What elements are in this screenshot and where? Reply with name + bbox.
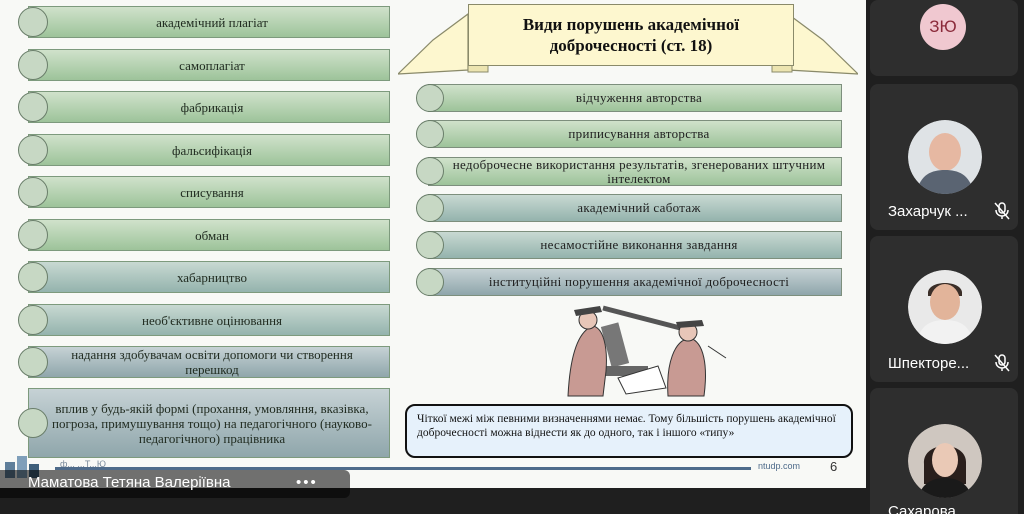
violation-item: необ'єктивне оцінювання: [18, 304, 390, 336]
participant-name: Захарчук ...: [888, 203, 968, 220]
violation-item: хабарництво: [18, 261, 390, 293]
bullet-circle: [18, 7, 48, 37]
bullet-circle: [18, 305, 48, 335]
violation-item: приписування авторства: [416, 120, 842, 148]
violation-item: самоплагіат: [18, 49, 390, 81]
violation-item: академічний плагіат: [18, 6, 390, 38]
violation-item: недоброчесне використання результатів, з…: [416, 157, 842, 186]
violation-item: академічний саботаж: [416, 194, 842, 222]
avatar: [908, 270, 982, 344]
violation-item: несамостійне виконання завдання: [416, 231, 842, 259]
presenter-name: Маматова Тетяна Валеріївна: [28, 474, 231, 491]
bullet-circle: [18, 177, 48, 207]
bullet-circle: [416, 157, 444, 185]
violation-item: інституційні порушення академічної добро…: [416, 268, 842, 296]
more-options-icon[interactable]: •••: [296, 474, 318, 491]
participant-tile[interactable]: ЗЮ: [870, 0, 1018, 76]
mic-muted-icon[interactable]: [994, 354, 1010, 372]
bullet-circle: [18, 135, 48, 165]
violation-item: обман: [18, 219, 390, 251]
presenter-bar: [0, 470, 350, 498]
bullet-circle: [416, 268, 444, 296]
bullet-circle: [18, 408, 48, 438]
violation-item: списування: [18, 176, 390, 208]
participant-tile[interactable]: Сахарова: [870, 388, 1018, 514]
violation-item: фальсифікація: [18, 134, 390, 166]
violation-item: фабрикація: [18, 91, 390, 123]
footer-divider: [55, 467, 751, 470]
participant-tile[interactable]: Захарчук ...: [870, 84, 1018, 230]
title-banner: Види порушень академічної доброчесності …: [398, 4, 858, 76]
participant-name: Сахарова: [888, 503, 956, 514]
bullet-circle: [416, 84, 444, 112]
presentation-slide: академічний плагіат самоплагіат фабрикац…: [0, 0, 866, 488]
participant-tile[interactable]: Шпекторе...: [870, 236, 1018, 382]
illustration-microscope-scientists: [567, 305, 727, 397]
mic-muted-icon[interactable]: [994, 202, 1010, 220]
participant-name: Шпекторе...: [888, 355, 970, 372]
bullet-circle: [416, 194, 444, 222]
bullet-circle: [18, 347, 48, 377]
bullet-circle: [18, 262, 48, 292]
bullet-circle: [18, 220, 48, 250]
violation-item: вплив у будь-якій формі (прохання, умовл…: [18, 388, 390, 458]
slide-title: Види порушень академічної доброчесності …: [468, 4, 794, 66]
violation-item: надання здобувачам освіти допомоги чи ст…: [18, 346, 390, 378]
bullet-circle: [416, 231, 444, 259]
avatar: [908, 424, 982, 498]
ribbon-shape: [398, 12, 858, 75]
avatar: [908, 120, 982, 194]
avatar: ЗЮ: [920, 4, 966, 50]
page-number: 6: [830, 459, 838, 474]
bullet-circle: [18, 92, 48, 122]
note-callout: Чіткої межі між певними визначеннями нем…: [405, 404, 853, 458]
footer-text: ф... ...Т...Ю: [60, 459, 107, 469]
footer-url: ntudp.com: [758, 461, 801, 471]
violation-item: відчуження авторства: [416, 84, 842, 112]
bullet-circle: [416, 120, 444, 148]
bullet-circle: [18, 50, 48, 80]
